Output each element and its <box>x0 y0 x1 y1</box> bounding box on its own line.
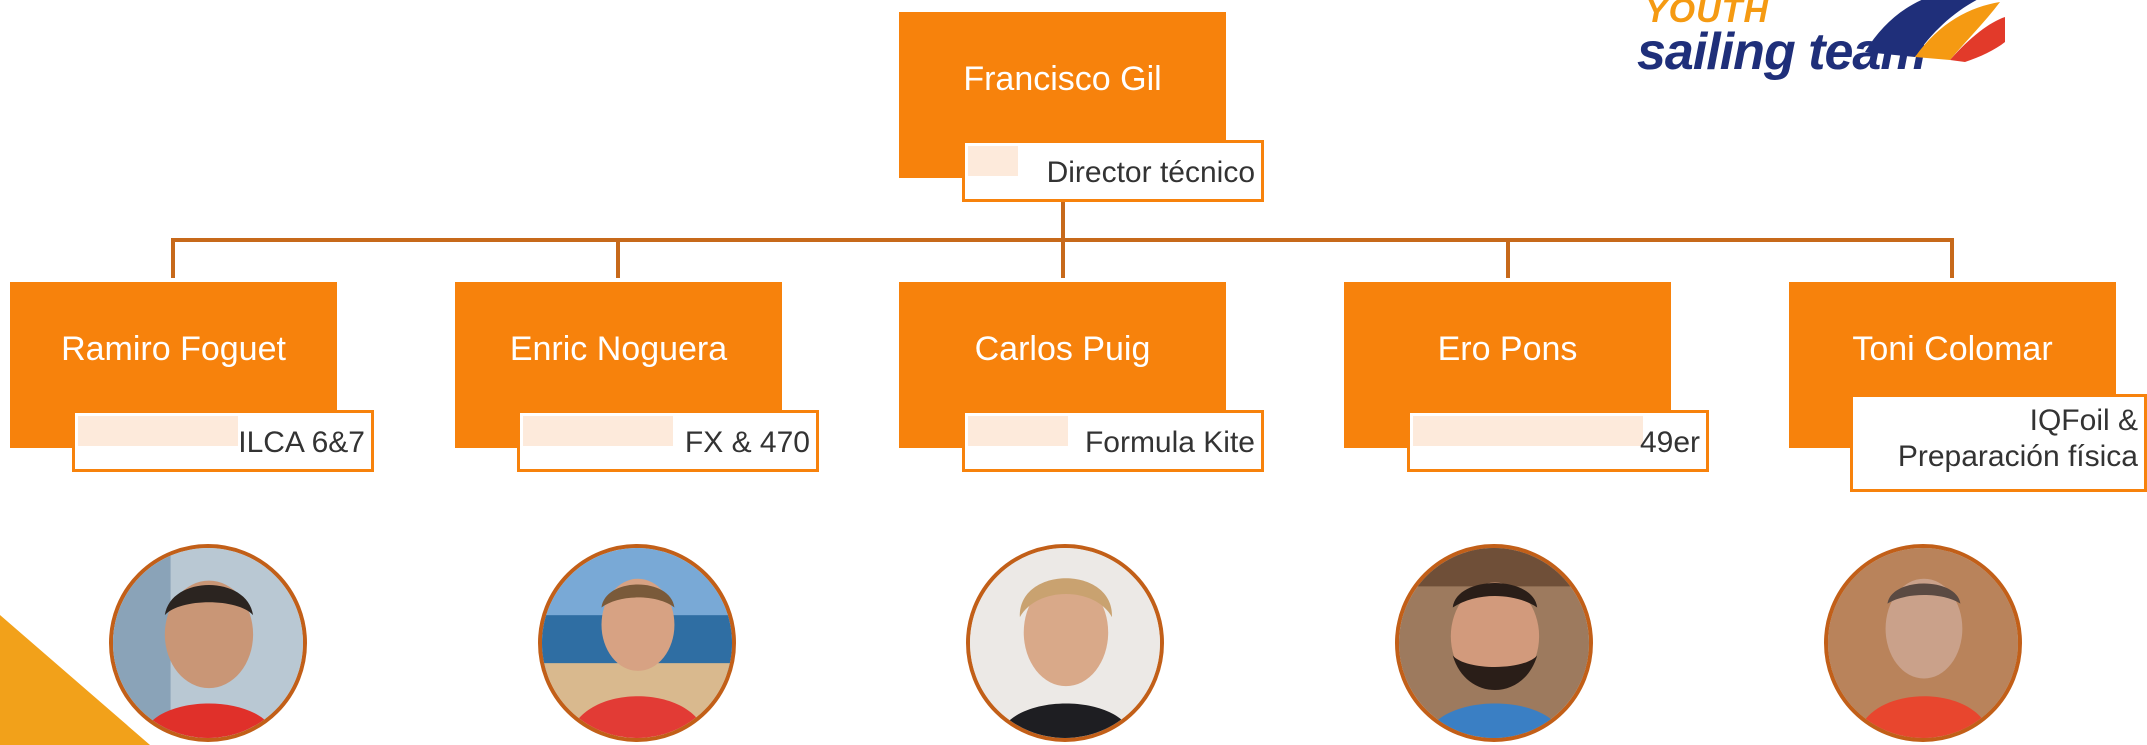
connector-drop <box>1061 238 1065 278</box>
director-role: Director técnico <box>962 140 1264 202</box>
coach-role-text: 49er <box>1639 426 1700 459</box>
coach-role-ramiro: ILCA 6&7 <box>72 410 374 472</box>
coach-role-enric: FX & 470 <box>517 410 819 472</box>
avatar-ramiro <box>109 544 307 742</box>
connector-drop <box>171 238 175 278</box>
coach-name: Ramiro Foguet <box>61 330 286 368</box>
coach-name: Enric Noguera <box>509 330 728 368</box>
coach-role-line: Preparación física <box>1897 440 2138 473</box>
coach-name: Toni Colomar <box>1852 330 2053 368</box>
avatar-carlos <box>966 544 1164 742</box>
connector-drop <box>1506 238 1510 278</box>
connector-drop <box>1950 238 1954 278</box>
coach-role-text: FX & 470 <box>684 426 810 459</box>
avatar-toni <box>1824 544 2022 742</box>
coach-name: Carlos Puig <box>974 330 1151 368</box>
logo-brand-text: YOUTH <box>1645 0 1769 30</box>
connector-stem <box>1061 200 1065 240</box>
coach-role-toni: IQFoil & Preparación física <box>1850 394 2147 492</box>
director-role-text: Director técnico <box>1046 156 1255 189</box>
logo-swoosh-icon <box>1865 0 2005 62</box>
connector-drop <box>616 238 620 278</box>
coach-role-line: IQFoil & <box>2029 404 2138 437</box>
director-name: Francisco Gil <box>963 60 1162 98</box>
coach-role-carlos: Formula Kite <box>962 410 1264 472</box>
coach-name: Ero Pons <box>1437 330 1578 368</box>
coach-role-text: Formula Kite <box>1084 426 1255 459</box>
coach-role-text: ILCA 6&7 <box>238 426 365 459</box>
avatar-ero <box>1395 544 1593 742</box>
logo: YOUTH sailing team <box>1625 0 2015 92</box>
coach-role-ero: 49er <box>1407 410 1709 472</box>
avatar-enric <box>538 544 736 742</box>
